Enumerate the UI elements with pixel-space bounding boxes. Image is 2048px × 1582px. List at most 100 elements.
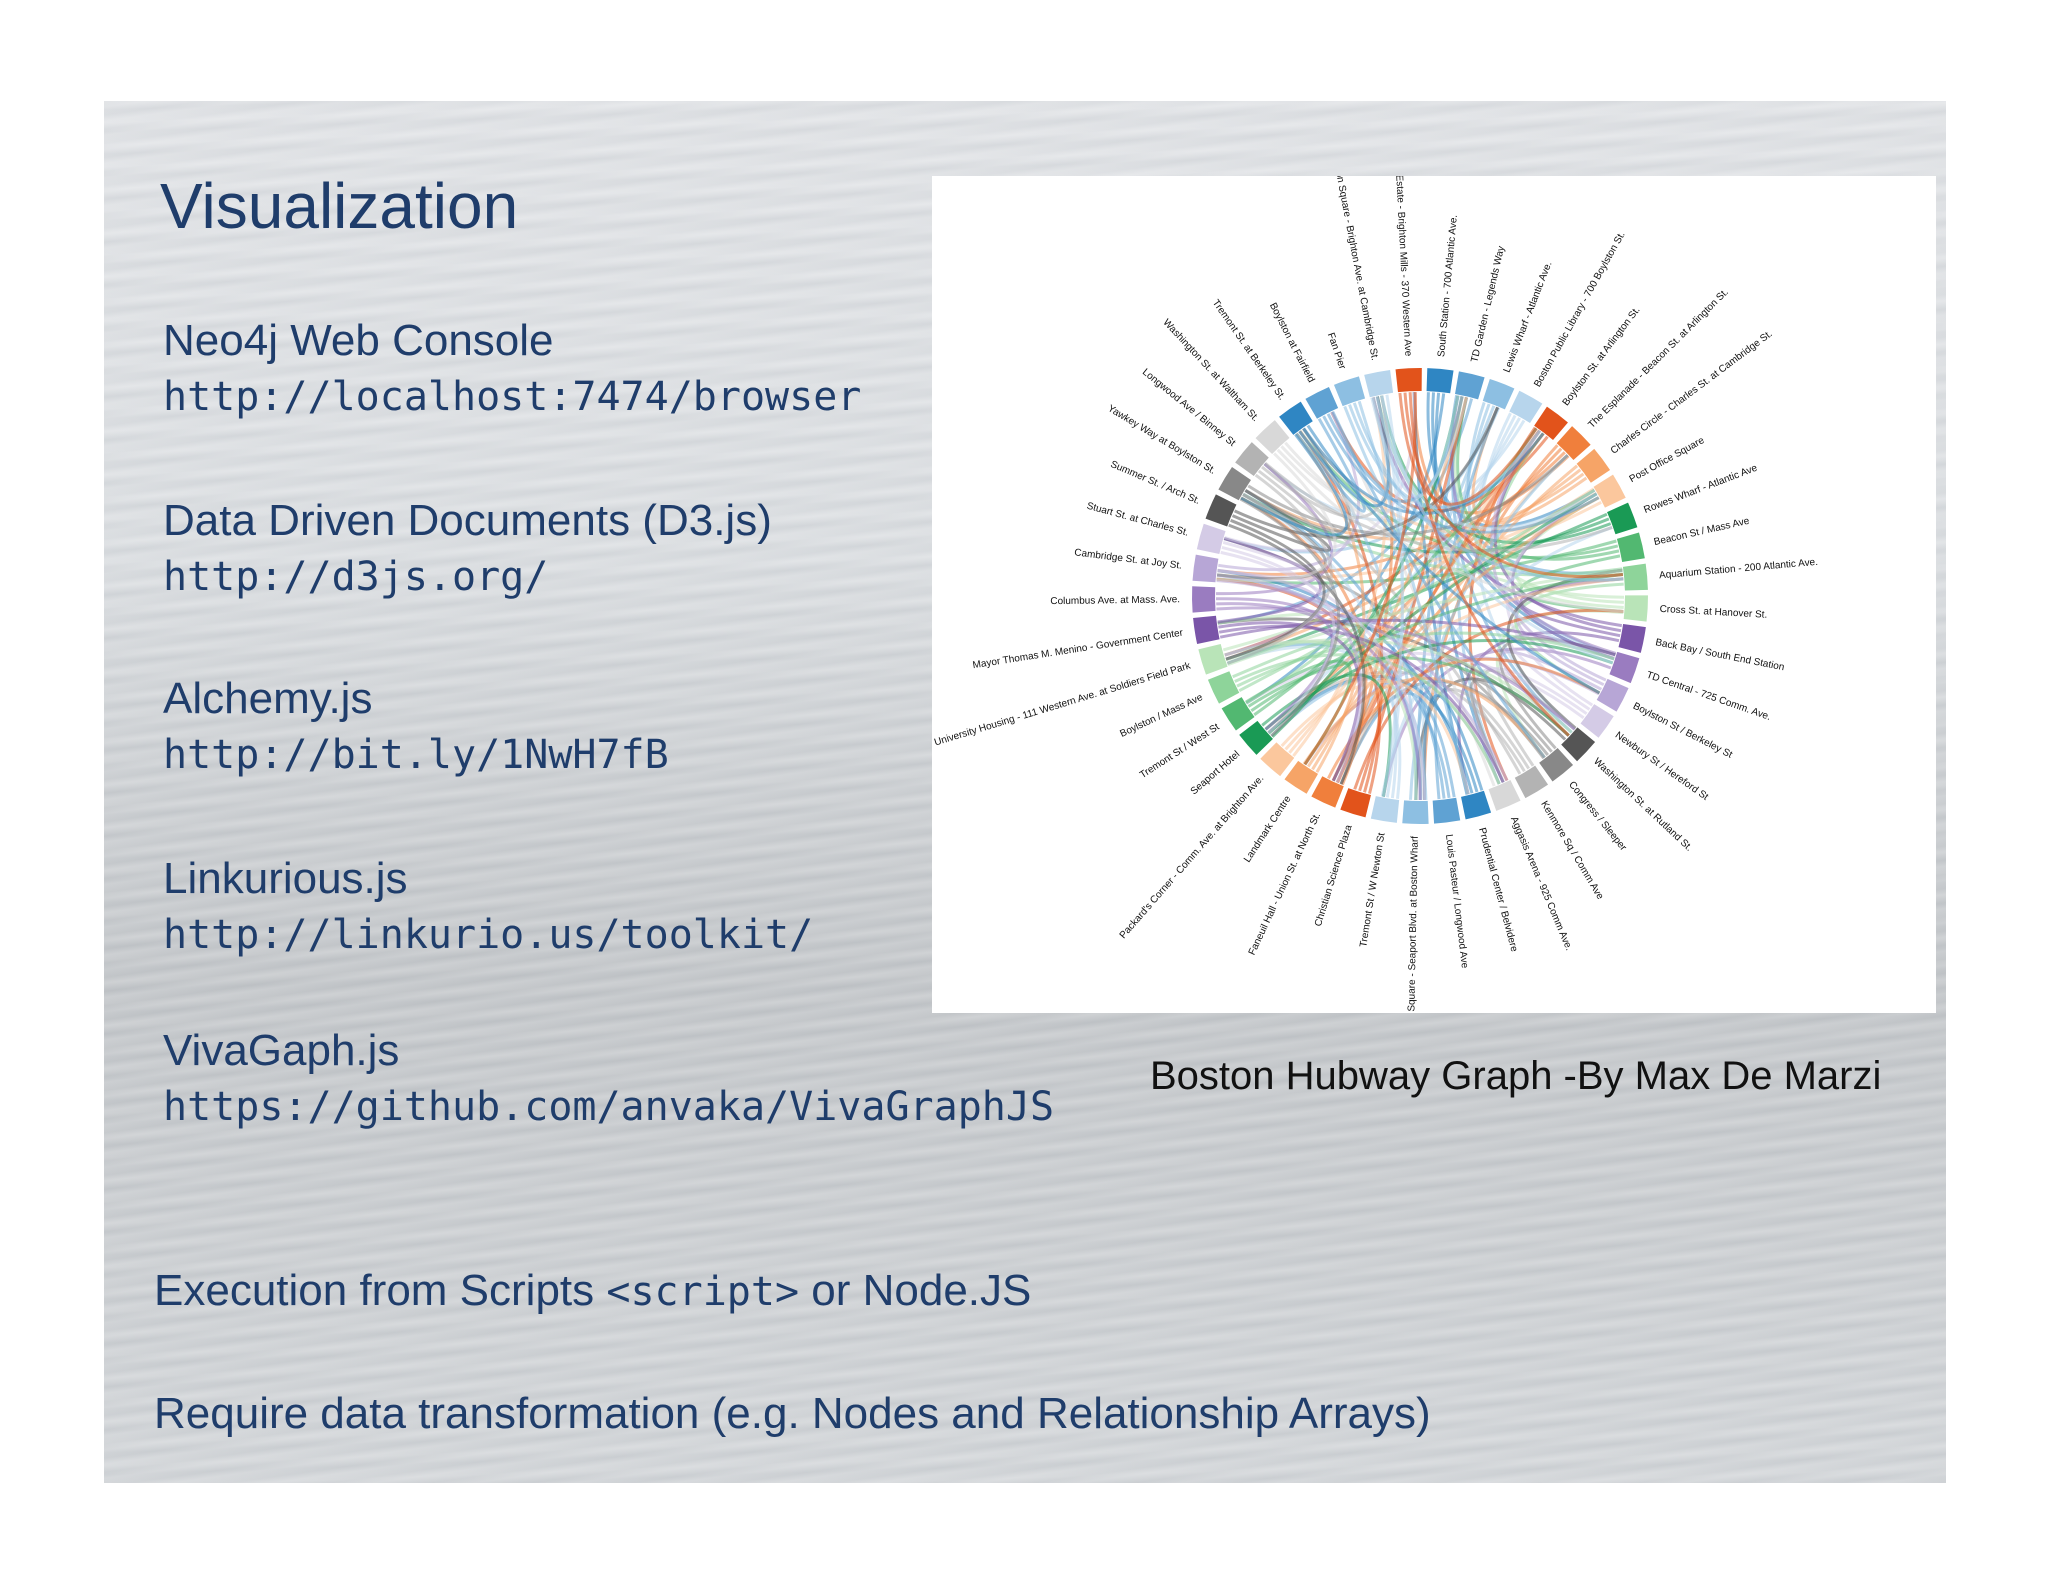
chord-ribbon — [1456, 396, 1620, 561]
station-label: Landmark Centre — [1242, 794, 1294, 865]
station-arc — [1305, 386, 1339, 419]
chord-ribbon — [1226, 473, 1333, 665]
station-arc — [1432, 797, 1461, 824]
entry-name: Alchemy.js — [163, 674, 373, 723]
station-label: Washington St. at Waltham St. — [1161, 317, 1261, 424]
entry-d3js: Data Driven Documents (D3.js) http://d3j… — [163, 493, 772, 605]
station-arc — [1618, 623, 1646, 653]
station-label: Prudential Center / Belvidere — [1476, 827, 1520, 954]
slide-title: Visualization — [160, 170, 519, 242]
chord-ribbon — [1247, 454, 1569, 536]
station-arc — [1609, 651, 1640, 684]
station-arc — [1260, 742, 1295, 777]
station-label: and Real Estate - Brighton Mills - 370 W… — [1391, 176, 1413, 357]
chord-ribbon — [1217, 537, 1322, 624]
station-arc — [1255, 420, 1290, 455]
execution-code: <script> — [606, 1269, 800, 1315]
station-label: Aquarium Station - 200 Atlantic Ave. — [1659, 557, 1819, 581]
chord-ribbon — [1221, 545, 1336, 734]
chord-ribbon — [1381, 394, 1405, 797]
chord-ribbon — [1284, 441, 1624, 613]
chord-ribbon — [1215, 597, 1334, 731]
execution-prefix: Execution from Scripts — [154, 1266, 607, 1315]
chord-ribbon — [1218, 621, 1361, 782]
entry-url-link[interactable]: https://github.com/anvaka/VivaGraphJS — [163, 1084, 1055, 1130]
entry-url-link[interactable]: http://bit.ly/1NwH7fB — [163, 732, 669, 778]
station-label: South Station - 700 Atlantic Ave. — [1436, 214, 1460, 357]
station-label: Summer St. / Arch St. — [1109, 459, 1202, 507]
station-label: Charles Circle - Charles St. at Cambridg… — [1609, 328, 1775, 456]
station-arc — [1488, 779, 1521, 811]
station-arc — [1461, 790, 1492, 820]
station-label: Mayor Thomas M. Menino - Government Cent… — [972, 628, 1184, 672]
station-arc — [1239, 720, 1273, 755]
station-arc — [1576, 448, 1611, 483]
chord-ribbon — [1353, 608, 1624, 790]
chord-ribbon — [1216, 579, 1509, 782]
chord-ribbon — [1225, 638, 1573, 734]
station-arc — [1193, 615, 1220, 645]
chord-ribbon — [1303, 392, 1417, 766]
station-label: Louis Pasteur / Longwood Ave — [1443, 834, 1470, 970]
station-arc — [1607, 502, 1638, 535]
station-arc — [1333, 376, 1366, 407]
chord-ribbon — [1220, 550, 1426, 801]
station-arc — [1622, 563, 1648, 591]
station-label: Tremont St / W Newton St — [1358, 832, 1387, 948]
station-arc — [1279, 401, 1313, 435]
entry-linkuriousjs: Linkurious.js http://linkurio.us/toolkit… — [163, 851, 813, 963]
station-arc — [1284, 760, 1319, 794]
chord-ribbon — [1216, 452, 1337, 583]
chord-ribbon — [1216, 573, 1363, 784]
execution-suffix: or Node.JS — [799, 1266, 1032, 1315]
chord-ribbon — [1302, 427, 1545, 515]
station-arc — [1221, 697, 1255, 731]
station-arc — [1311, 776, 1344, 808]
station-arc — [1509, 390, 1543, 424]
chord-ribbon — [1228, 523, 1366, 785]
chord-ribbon — [1247, 656, 1570, 737]
chord-ribbon — [1403, 392, 1624, 579]
chord-ribbon — [1370, 395, 1460, 498]
station-arc — [1616, 532, 1645, 563]
entry-vivagraphjs: VivaGaph.js https://github.com/anvaka/Vi… — [163, 1023, 1054, 1135]
station-arc — [1539, 747, 1574, 782]
station-arc — [1534, 406, 1568, 441]
entry-alchemyjs: Alchemy.js http://bit.ly/1NwH7fB — [163, 671, 669, 783]
station-arc — [1580, 704, 1614, 738]
station-arc — [1402, 800, 1429, 824]
entry-url-link[interactable]: http://localhost:7474/browser — [163, 374, 862, 420]
chord-ribbon — [1234, 653, 1501, 785]
chord-ribbon — [1240, 433, 1348, 537]
chord-diagram-figure: South Station - 700 Atlantic Ave.TD Gard… — [932, 176, 1936, 1013]
entry-name: Data Driven Documents (D3.js) — [163, 496, 772, 545]
station-label: Back Bay / South End Station — [1654, 637, 1785, 673]
station-label: Seaport Square - Seaport Blvd. at Boston… — [1406, 836, 1421, 1013]
execution-line: Execution from Scripts <script> or Node.… — [154, 1266, 1031, 1316]
chord-ribbon — [1306, 424, 1601, 695]
entry-url-link[interactable]: http://d3js.org/ — [163, 554, 549, 600]
chord-ribbon — [1331, 410, 1546, 759]
requirement-line: Require data transformation (e.g. Nodes … — [154, 1389, 1431, 1438]
chord-ribbon — [1245, 651, 1585, 720]
entry-name: Linkurious.js — [163, 854, 408, 903]
station-label: The Esplanade - Beacon St. at Arlington … — [1586, 287, 1731, 431]
station-arc — [1593, 474, 1626, 508]
station-arc — [1218, 466, 1251, 501]
chord-ribbon — [1380, 525, 1613, 797]
chord-ribbons — [1215, 392, 1625, 801]
station-label: Boston Public Library - 700 Boylston St. — [1532, 230, 1627, 389]
station-arc — [1514, 765, 1549, 799]
station-arc — [1196, 523, 1226, 554]
station-arc — [1556, 426, 1591, 461]
station-label: Stuart St. at Charles St. — [1085, 501, 1189, 539]
station-label: Christian Science Plaza — [1313, 823, 1355, 928]
station-arc — [1198, 644, 1228, 675]
chord-ribbon — [1231, 489, 1332, 552]
entry-url-link[interactable]: http://linkurio.us/toolkit/ — [163, 912, 814, 958]
entry-neo4j-web-console: Neo4j Web Console http://localhost:7474/… — [163, 313, 861, 425]
station-arc — [1561, 727, 1596, 762]
station-arc — [1623, 595, 1648, 622]
chord-ribbon — [1398, 392, 1538, 506]
station-label: Boylston / Mass Ave — [1118, 692, 1205, 740]
